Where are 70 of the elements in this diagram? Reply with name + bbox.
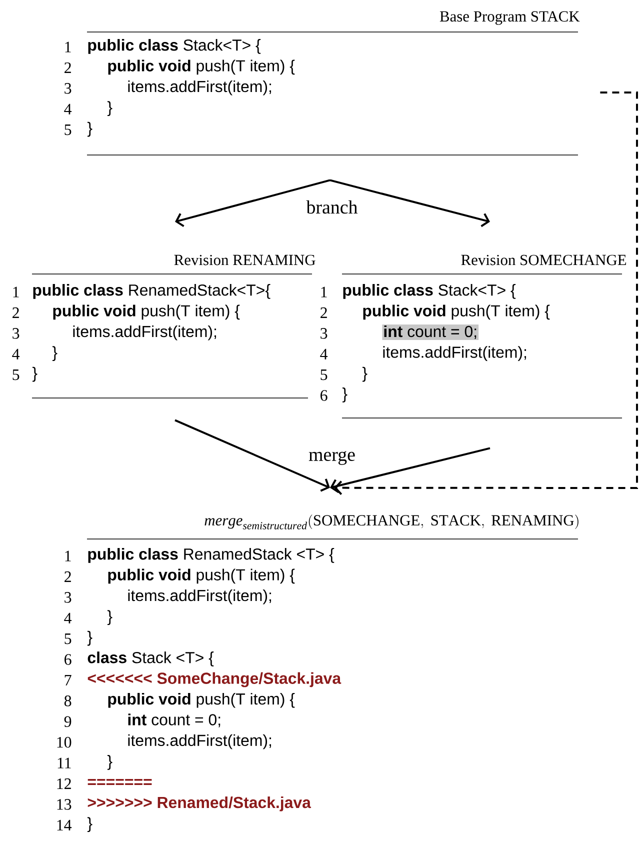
- code-line: items.addFirst(item);: [128, 80, 271, 96]
- code-line: }: [87, 630, 92, 646]
- line-number: 5: [320, 370, 328, 380]
- line-number: 6: [64, 654, 72, 665]
- line-number: 4: [320, 348, 328, 360]
- code-line: public class Stack<T> {: [88, 39, 261, 54]
- code-line: }: [107, 755, 112, 770]
- code-line: public class RenamedStack<T>{: [33, 284, 270, 299]
- listing-title: Revision RENAMING: [174, 254, 316, 266]
- listing-title: Revision SOMECHANGE: [461, 254, 626, 266]
- code-line: public class Stack<T> {: [343, 284, 516, 299]
- arrow: [334, 92, 638, 495]
- line-number: 4: [64, 104, 72, 114]
- code-line: public void push(T item) {: [108, 692, 295, 708]
- edge-label: branch: [305, 199, 359, 215]
- line-number: 3: [64, 592, 72, 603]
- code-line: }: [342, 388, 348, 402]
- line-number: 5: [64, 634, 72, 644]
- code-line: }: [52, 346, 58, 361]
- code-line: items.addFirst(item);: [128, 734, 271, 750]
- code-line: items.addFirst(item);: [73, 325, 216, 340]
- code-line: items.addFirst(item);: [383, 346, 526, 361]
- code-line: public class RenamedStack <T> {: [88, 548, 334, 563]
- line-number: 1: [13, 286, 19, 298]
- edge-label: merge: [308, 450, 356, 466]
- code-line: }: [362, 366, 368, 382]
- line-number: 8: [64, 696, 72, 706]
- line-number: 13: [57, 799, 72, 810]
- line-number: 3: [12, 328, 20, 339]
- line-number: 4: [64, 612, 72, 624]
- listing-title: Base Program STACK: [440, 11, 580, 25]
- arrow: [330, 447, 490, 494]
- arrow: [175, 179, 330, 228]
- line-number: 2: [320, 307, 327, 318]
- code-line: items.addFirst(item);: [128, 589, 271, 604]
- line-number: 12: [57, 778, 71, 789]
- line-number: 4: [12, 348, 20, 360]
- code-line: public void push(T item) {: [108, 60, 295, 75]
- code-line: }: [87, 122, 92, 137]
- line-number: 2: [64, 571, 71, 582]
- code-line: }: [107, 101, 112, 116]
- code-line: public void push(T item) {: [363, 304, 550, 320]
- code-line: int count = 0;: [128, 714, 220, 728]
- line-number: 11: [58, 758, 71, 768]
- line-number: 1: [65, 550, 71, 562]
- code-line: public void push(T item) {: [108, 568, 295, 584]
- conflict-marker: >>>>>>> Renamed/Stack.java: [88, 796, 312, 812]
- code-line: class Stack <T> {: [88, 652, 214, 666]
- line-number: 1: [65, 42, 71, 52]
- line-number: 14: [57, 820, 72, 830]
- conflict-marker: =======: [88, 779, 152, 786]
- line-number: 6: [320, 390, 328, 401]
- line-number: 2: [64, 62, 71, 73]
- code-line: }: [107, 610, 112, 625]
- conflict-marker: <<<<<<< SomeChange/Stack.java: [88, 672, 342, 688]
- listing-title: $\mathit{merge}_{\mathit{semistructured}}(\mathrm{SOMECHANGE},\ \mathrm{STACK},\ \mathrm{RENAMING})$: [204, 514, 578, 530]
- code-line: public void push(T item) {: [53, 304, 240, 320]
- line-number: 3: [320, 328, 328, 339]
- line-number: 10: [57, 736, 72, 748]
- code-line: }: [87, 817, 92, 832]
- line-number: 3: [64, 83, 72, 94]
- arrow: [174, 419, 330, 492]
- line-number: 7: [64, 674, 72, 686]
- line-number: 2: [12, 307, 19, 318]
- code-line: }: [32, 366, 38, 382]
- line-number: 5: [12, 370, 20, 380]
- line-number: 9: [64, 716, 72, 727]
- line-number: 5: [64, 124, 72, 136]
- line-number: 1: [321, 286, 327, 298]
- arrow: [330, 179, 490, 228]
